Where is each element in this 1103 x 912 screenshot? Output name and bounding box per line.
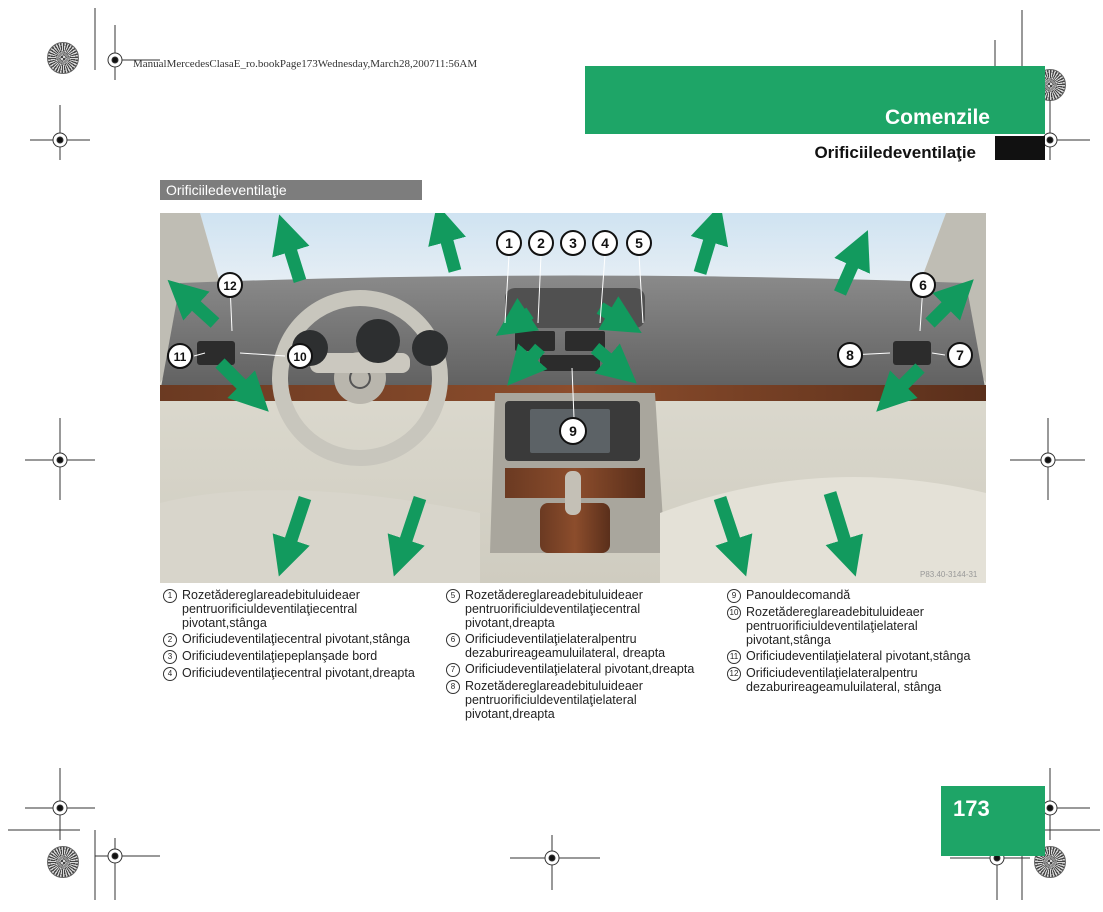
svg-text:10: 10 [293, 350, 307, 364]
section-title: Orificiiledeventilaţie [814, 143, 976, 162]
figure-callouts: 1 2 3 4 5 12 6 11 10 8 7 9 [167, 230, 973, 445]
callout-5: 5 [626, 230, 652, 256]
callout-4: 4 [592, 230, 618, 256]
svg-text:7: 7 [956, 347, 964, 363]
svg-text:5: 5 [635, 235, 643, 251]
callout-7: 7 [947, 342, 973, 368]
thumb-tab [995, 136, 1045, 160]
svg-text:12: 12 [223, 279, 237, 293]
registration-mark-bottom-left [47, 846, 79, 878]
callout-9: 9 [559, 417, 587, 445]
callout-6: 6 [910, 272, 936, 298]
callout-8: 8 [837, 342, 863, 368]
image-code: P83.40-3144-31 [920, 570, 978, 579]
chapter-title: Comenzile [884, 106, 990, 129]
chapter-banner [585, 66, 1045, 134]
callout-12: 12 [217, 272, 243, 298]
svg-text:4: 4 [601, 235, 609, 251]
svg-text:2: 2 [537, 235, 545, 251]
callout-1: 1 [496, 230, 522, 256]
callout-3: 3 [560, 230, 586, 256]
page-number: 173 [941, 786, 1045, 856]
svg-text:6: 6 [919, 277, 927, 293]
registration-mark-top-left [47, 42, 79, 74]
figure-heading: Orificiiledeventilaţie [160, 180, 422, 200]
callout-11: 11 [167, 343, 193, 369]
svg-text:3: 3 [569, 235, 577, 251]
callout-10: 10 [287, 343, 313, 369]
svg-text:8: 8 [846, 347, 854, 363]
svg-text:9: 9 [569, 423, 577, 439]
running-head: ManualMercedesClasaE_ro.bookPage173Wedne… [133, 58, 478, 70]
svg-text:11: 11 [174, 350, 187, 364]
svg-text:1: 1 [505, 235, 513, 251]
callout-2: 2 [528, 230, 554, 256]
